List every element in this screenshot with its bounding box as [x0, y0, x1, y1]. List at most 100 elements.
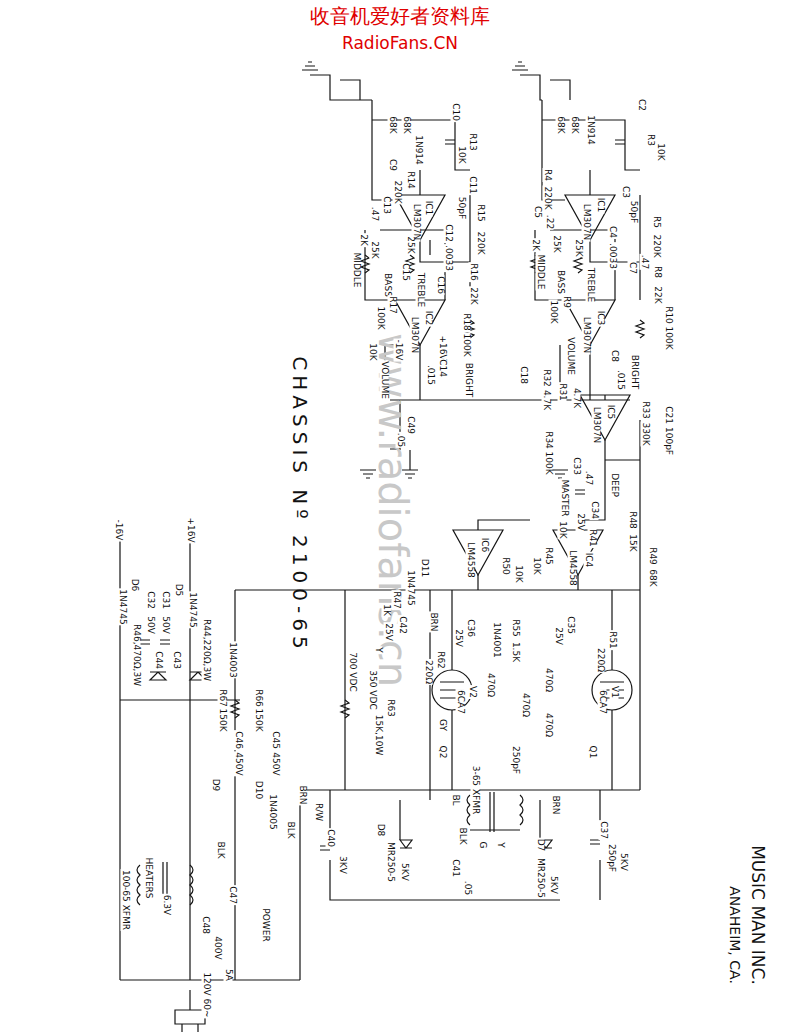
component-label: R3	[646, 133, 655, 147]
component-label: IC2	[424, 310, 433, 327]
component-label: 250pF	[607, 843, 616, 873]
component-label: R41	[588, 528, 597, 548]
component-label: VOLUME	[566, 336, 575, 376]
component-label: R13	[468, 132, 477, 152]
component-label: BLK	[458, 826, 467, 845]
component-label: -16V	[114, 519, 123, 542]
component-label: R55	[511, 618, 520, 638]
component-label: IC3	[596, 310, 605, 327]
component-label: C44	[154, 650, 163, 670]
component-label: MIDDLE	[352, 252, 361, 289]
component-label: 50pF	[457, 196, 466, 220]
component-label: MR250-5	[536, 857, 545, 899]
component-label: R34	[544, 430, 553, 450]
component-label: 25V	[554, 626, 563, 646]
component-label: 1N4005	[268, 793, 277, 830]
maker-name: MUSIC MAN INC.	[749, 844, 766, 986]
component-label: R8	[653, 265, 662, 279]
component-label: 10K	[558, 520, 567, 539]
site-header: 收音机爱好者资料库	[309, 6, 491, 26]
component-label: BLK	[216, 840, 225, 859]
component-label: Y	[496, 841, 505, 849]
component-label: POWER	[261, 907, 270, 942]
component-label: VOLUME	[380, 360, 389, 400]
component-label: 1N914	[414, 134, 423, 166]
component-label: R14	[406, 170, 415, 190]
component-label: C2	[637, 98, 646, 112]
component-label: LM4558	[466, 541, 475, 579]
component-label: 2K	[531, 238, 540, 252]
component-label: C31	[161, 590, 170, 610]
component-label: C3	[621, 185, 630, 199]
component-label: C48	[201, 915, 210, 935]
transformer-symbol	[137, 792, 523, 908]
maker-name: ANAHEIM, CA.	[728, 885, 742, 985]
component-label: C12	[444, 223, 453, 243]
component-label: 220K	[393, 179, 402, 204]
component-label: Q1	[588, 745, 597, 760]
component-label: D7	[536, 838, 545, 853]
component-label: 4.7K	[542, 389, 551, 411]
component-label: 6.3V	[162, 894, 171, 916]
component-label: 220Ω	[596, 647, 605, 673]
component-label: 10K	[514, 564, 523, 583]
component-label: 400V	[213, 935, 222, 960]
component-label: 5KV	[549, 875, 558, 895]
component-label: C37	[599, 820, 608, 840]
component-label: 25V	[576, 512, 585, 532]
component-label: R47	[392, 590, 401, 610]
diode-symbol	[150, 672, 552, 848]
component-label: C35	[566, 615, 575, 635]
component-label: C47	[228, 885, 237, 905]
component-label: R16	[469, 262, 478, 282]
component-label: C49	[406, 415, 415, 435]
component-label: 1N4001	[492, 621, 501, 658]
component-label: LM307N	[582, 316, 591, 355]
component-label: 6CA7	[598, 689, 607, 715]
component-label: R31	[558, 382, 567, 402]
component-label: 150K	[254, 707, 263, 732]
component-label: 100K	[462, 332, 471, 357]
component-label: 350 VDC	[368, 669, 377, 710]
component-label: .47	[370, 206, 379, 222]
component-label: 220K	[652, 233, 661, 258]
component-label: 10K	[656, 142, 665, 161]
component-label: 3KV	[338, 855, 347, 875]
component-label: 15K,10W	[374, 714, 383, 757]
component-label: IC5	[606, 404, 615, 421]
component-label: Q2	[438, 745, 447, 760]
component-label: 10K	[368, 342, 377, 361]
component-label: R48	[628, 510, 637, 530]
component-label: C36	[466, 618, 475, 638]
component-label: 50V	[161, 615, 170, 635]
component-label: 2K	[359, 233, 368, 247]
wire	[520, 75, 640, 400]
component-label: .0033	[444, 244, 453, 272]
component-label: 1N4745	[406, 569, 415, 606]
component-label: -16V	[394, 339, 403, 362]
component-label: D11	[420, 558, 429, 578]
component-label: LM307N	[582, 203, 591, 242]
component-label: BLK	[286, 820, 295, 839]
component-label: +16V	[186, 516, 195, 543]
component-label: R51	[608, 630, 617, 650]
component-label: 25K	[552, 234, 561, 253]
component-label: D6	[130, 578, 139, 593]
component-label: R10	[664, 305, 673, 325]
component-label: DEEP	[610, 472, 619, 498]
component-label: Y	[374, 646, 383, 654]
component-label: 50V	[146, 615, 155, 635]
component-label: 220K	[543, 185, 552, 210]
component-label: D8	[376, 823, 385, 838]
component-label: R4	[543, 168, 552, 182]
component-label: TREBLE	[586, 267, 595, 303]
component-label: D5	[174, 583, 183, 598]
component-label: R49	[648, 546, 657, 566]
component-label: MR250-5	[386, 841, 395, 883]
component-label: 1N4003	[228, 641, 237, 678]
component-label: .47	[584, 470, 593, 486]
component-label: C45	[271, 730, 280, 750]
component-label: 1N914	[586, 114, 595, 146]
component-label: V2	[468, 685, 477, 699]
